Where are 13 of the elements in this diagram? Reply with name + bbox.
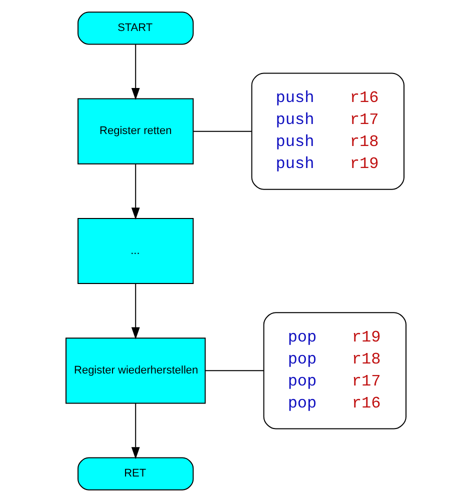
arrow [131,164,140,220]
node-box: push r16 push r17 push r18 push r19 [251,72,404,190]
node-box: Register retten [78,98,194,164]
node-box: START [78,12,194,45]
connector [192,130,252,132]
arrow [131,283,140,340]
arrow [131,44,140,100]
node-box: Register wiederherstellen [66,338,206,404]
connector [204,370,264,372]
node-box: RET [78,457,194,490]
arrow [131,402,140,460]
node-box: pop r19 pop r18 pop r17 pop r16 [263,312,406,430]
node-box: ... [78,218,194,284]
